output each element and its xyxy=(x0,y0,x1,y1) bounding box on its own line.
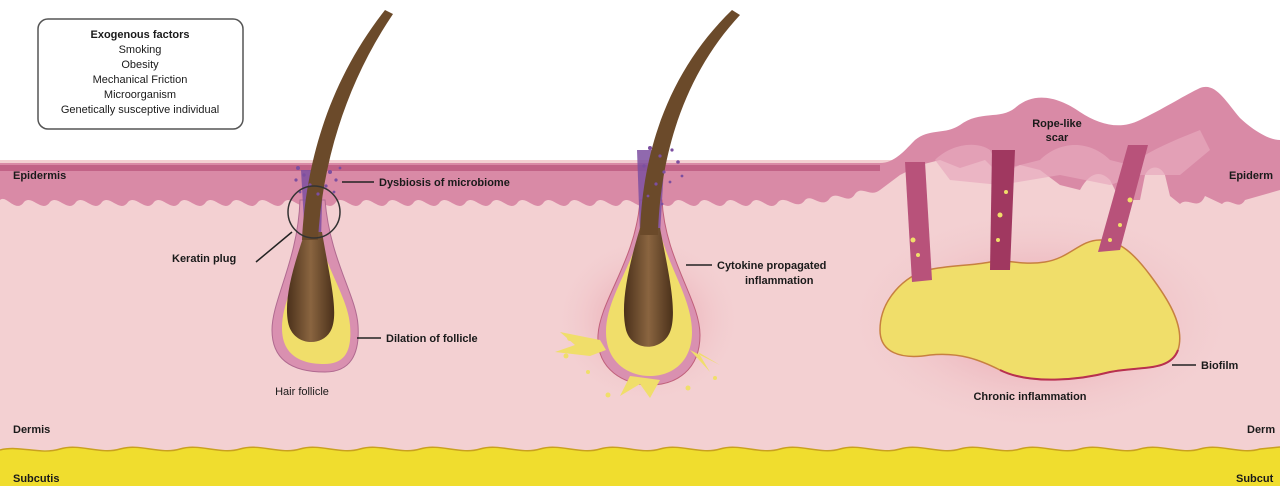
subcutis-label-right: Subcut xyxy=(1236,473,1274,485)
dermis-label-right: Derm xyxy=(1247,424,1275,436)
factor-item: Mechanical Friction xyxy=(93,74,188,86)
keratin-plug-label: Keratin plug xyxy=(172,253,236,265)
dysbiosis-label: Dysbiosis of microbiome xyxy=(379,177,510,189)
rope-scar-label-line1: Rope-like xyxy=(1032,118,1082,130)
chronic-inflammation-label: Chronic inflammation xyxy=(973,391,1086,403)
factor-item: Obesity xyxy=(121,59,159,71)
factor-item: Smoking xyxy=(119,44,162,56)
dermis-label: Dermis xyxy=(13,424,50,436)
hair-follicle-label: Hair follicle xyxy=(275,386,329,398)
epidermis-label-right: Epiderm xyxy=(1229,170,1273,182)
factor-item: Microorganism xyxy=(104,89,176,101)
cytokine-label-line1: Cytokine propagated xyxy=(717,260,826,272)
biofilm-label: Biofilm xyxy=(1201,360,1238,372)
subcutis-layer xyxy=(0,447,1280,486)
factors-title: Exogenous factors xyxy=(90,29,189,41)
factor-item: Genetically susceptive individual xyxy=(61,104,219,116)
subcutis-label: Subcutis xyxy=(13,473,59,485)
dilation-label: Dilation of follicle xyxy=(386,333,478,345)
rope-scar-label-line2: scar xyxy=(1046,132,1069,144)
epidermis-label: Epidermis xyxy=(13,170,66,182)
cytokine-label-line2: inflammation xyxy=(745,275,814,287)
